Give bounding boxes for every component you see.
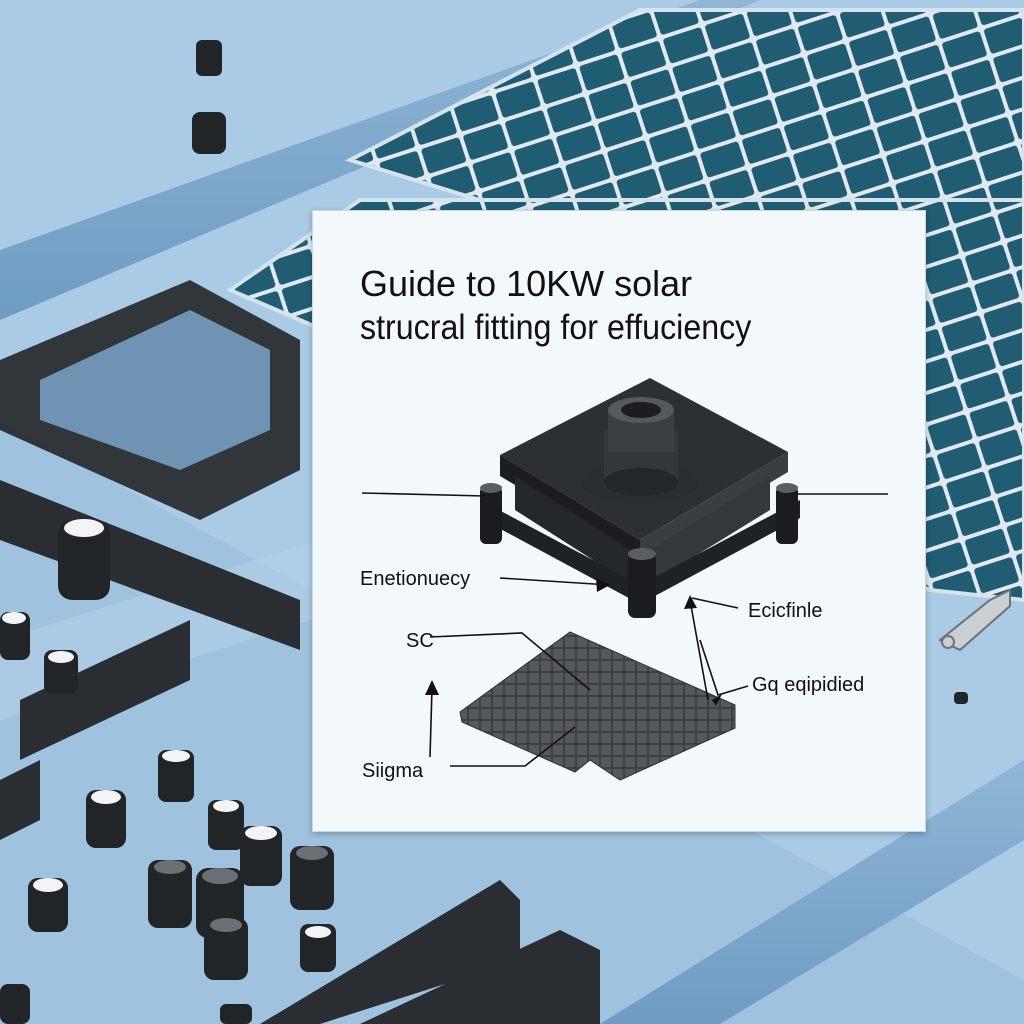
guide-title: Guide to 10KW solar strucral fitting for… xyxy=(360,262,785,349)
panel-clamp xyxy=(938,588,1011,652)
bolt-parts xyxy=(0,40,336,1024)
mounting-bracket xyxy=(480,378,800,618)
label-ecicfinle: Ecicfinle xyxy=(748,600,823,622)
label-siigma: Siigma xyxy=(362,760,424,782)
title-line-2: strucral fitting for effuciency xyxy=(360,308,752,348)
label-gq-eqipidied: Gq eqipidied xyxy=(752,674,865,696)
title-line-1: Guide to 10KW solar xyxy=(360,263,693,304)
label-sc: SC xyxy=(406,630,434,652)
mesh-pad xyxy=(459,631,736,781)
label-enetionuecy: Enetionuecy xyxy=(360,568,471,590)
